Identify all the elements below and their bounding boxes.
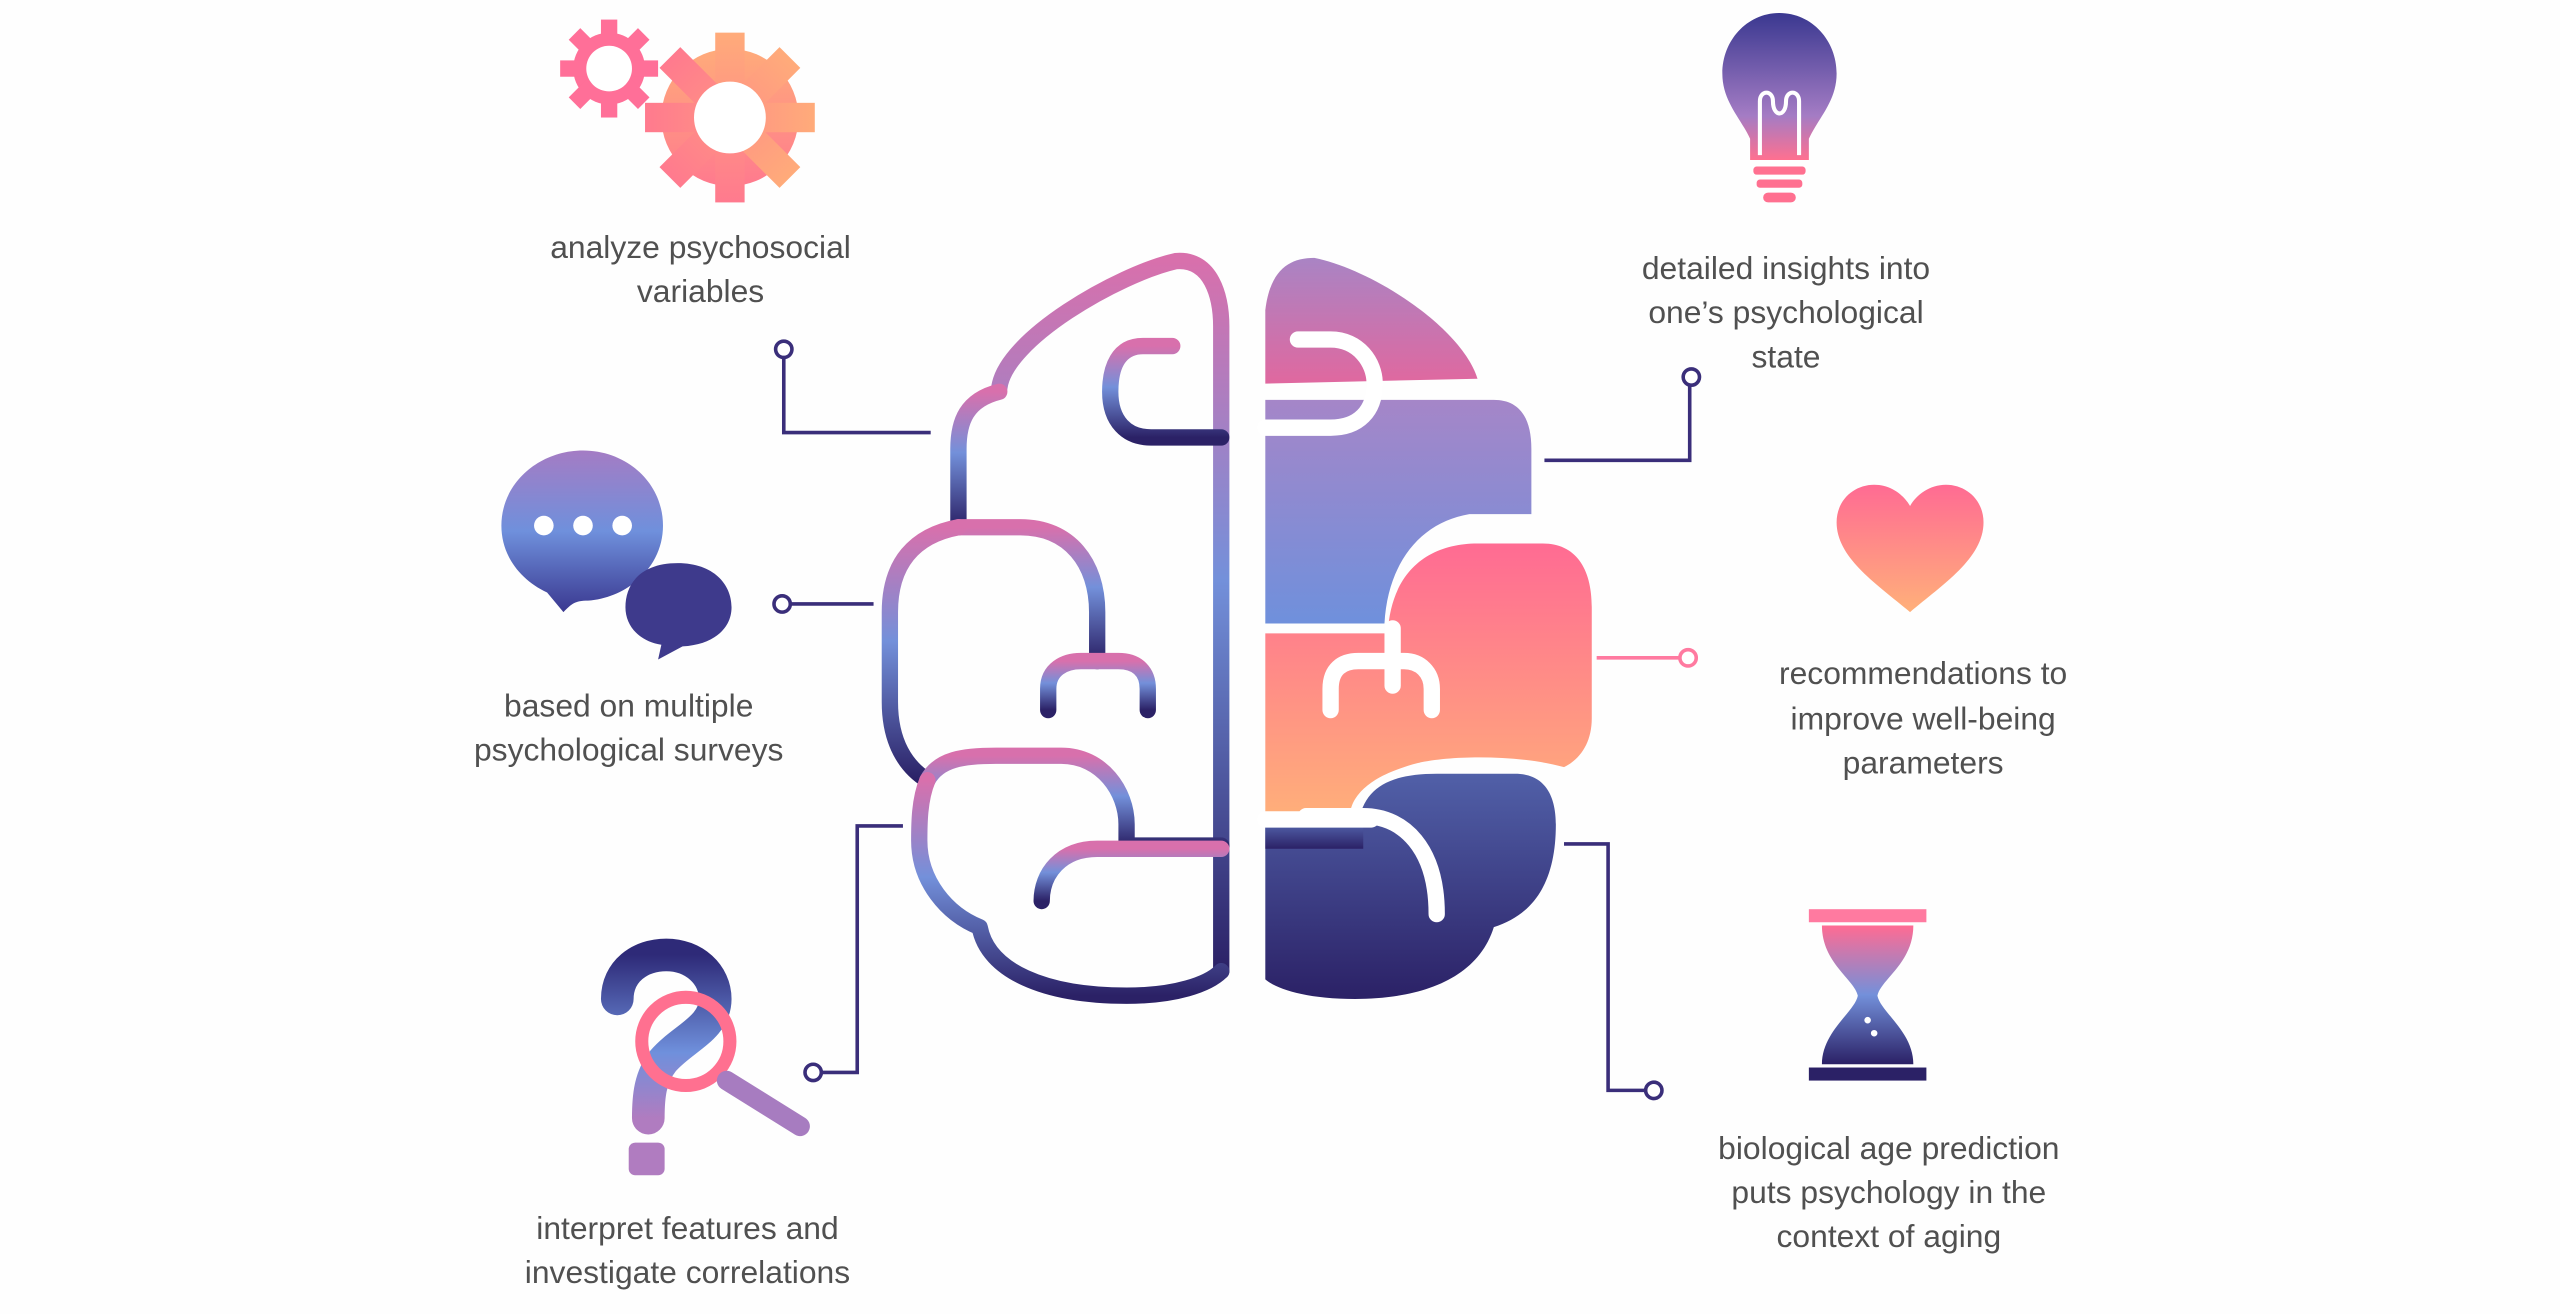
caption-surveys: based on multiple psychological surveys	[474, 688, 783, 768]
caption-recommendations: recommendations to improve well-being pa…	[1779, 655, 2067, 781]
caption-insights: detailed insights into one’s psychologic…	[1642, 250, 1930, 374]
gears-icon	[560, 19, 815, 203]
lightbulb-icon	[1722, 13, 1837, 203]
caption-interpret: interpret features and investigate corre…	[525, 1210, 850, 1290]
caption-line: investigate correlations	[525, 1254, 850, 1290]
caption-line: improve well-being	[1791, 701, 2056, 737]
connector-aging	[1564, 842, 1664, 1101]
caption-line: variables	[637, 273, 764, 309]
caption-line: state	[1752, 338, 1821, 374]
caption-line: puts psychology in the	[1731, 1174, 2046, 1210]
caption-line: context of aging	[1777, 1218, 2002, 1254]
question-magnifier-icon	[600, 938, 810, 1176]
caption-line: analyze psychosocial	[550, 229, 851, 265]
connector-recommendations	[1596, 647, 1699, 668]
caption-line: one’s psychological	[1648, 294, 1923, 330]
caption-line: detailed insights into	[1642, 250, 1930, 286]
brain-left-half	[881, 252, 1230, 1004]
connector-surveys	[772, 593, 874, 614]
connector-interpret	[803, 824, 903, 1083]
caption-aging: biological age prediction puts psycholog…	[1718, 1130, 2059, 1254]
connector-analyze	[773, 339, 931, 435]
caption-line: recommendations to	[1779, 655, 2067, 691]
caption-line: parameters	[1843, 745, 2004, 781]
caption-line: psychological surveys	[474, 732, 783, 768]
chat-bubbles-icon	[501, 450, 732, 660]
connector-insights	[1544, 367, 1702, 463]
caption-line: biological age prediction	[1718, 1130, 2059, 1166]
hourglass-icon	[1808, 909, 1927, 1081]
caption-line: based on multiple	[504, 688, 753, 724]
heart-icon	[1836, 484, 1984, 613]
caption-analyze: analyze psychosocial variables	[550, 229, 851, 309]
brain-right-half	[1257, 257, 1592, 999]
caption-line: interpret features and	[536, 1210, 838, 1246]
